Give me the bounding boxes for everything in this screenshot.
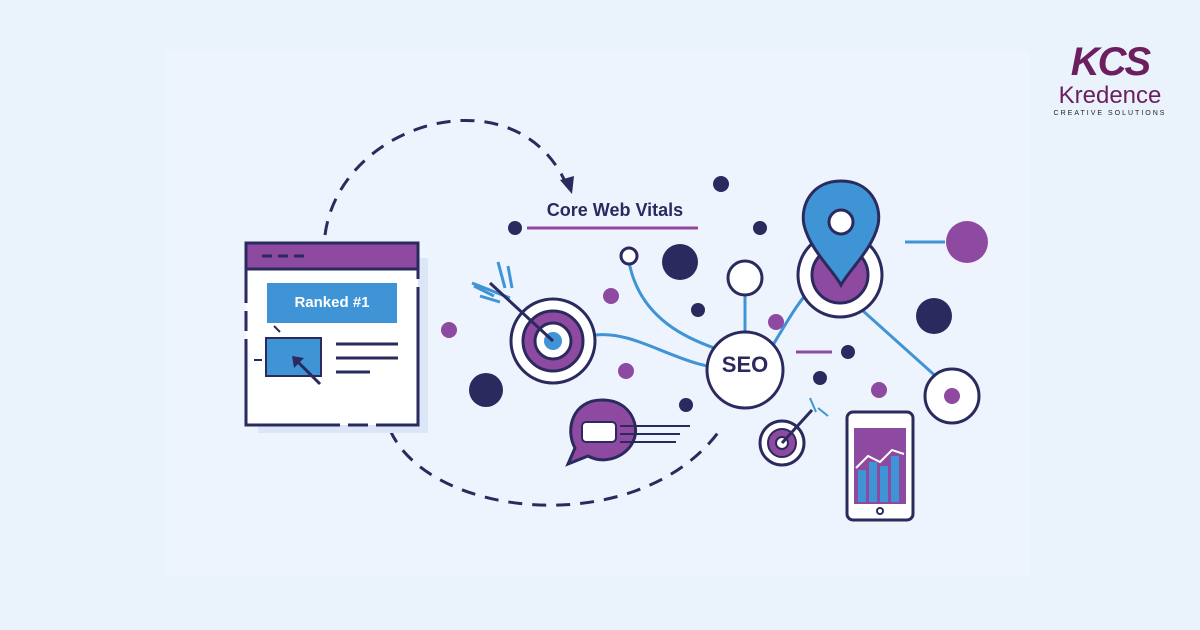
node <box>726 259 764 297</box>
small-target-icon <box>758 397 829 467</box>
dashed-arc-bottom <box>388 429 722 507</box>
ranked-badge: Ranked #1 <box>294 294 370 311</box>
browser-window <box>244 241 428 433</box>
target-icon <box>473 261 597 385</box>
seo-hub <box>705 330 785 410</box>
phone-icon <box>845 410 915 522</box>
brand-name: Kredence <box>1058 82 1162 109</box>
core-web-vitals-heading: Core Web Vitals <box>546 200 684 220</box>
node <box>619 246 639 266</box>
location-pin-icon <box>796 179 884 319</box>
decorative-dots <box>441 176 988 412</box>
thumbs-up-icon <box>565 398 690 467</box>
brand-logo: KCS Kredence CREATIVE SOLUTIONS <box>1040 42 1180 117</box>
logo-mark: KCS <box>1070 40 1151 84</box>
seo-label: SEO <box>721 352 769 377</box>
arrowhead <box>560 176 574 194</box>
brand-tagline: CREATIVE SOLUTIONS <box>1053 110 1167 117</box>
